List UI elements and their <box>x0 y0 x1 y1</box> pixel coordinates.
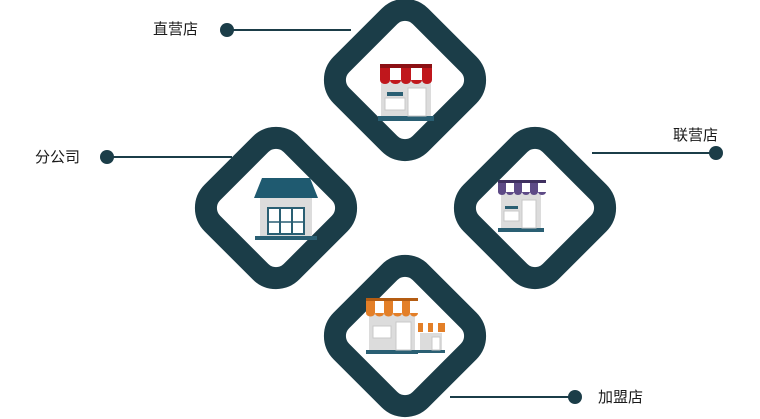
red-awning-shop-icon <box>378 64 434 121</box>
purple-awning-shop-icon <box>498 180 546 232</box>
branch-building-icon <box>254 178 318 240</box>
label-direct-store: 直营店 <box>153 20 199 38</box>
connector-dot <box>220 23 234 37</box>
connector-franchise <box>450 390 582 404</box>
connector-direct <box>220 23 351 37</box>
orange-awning-shops-icon <box>366 298 445 354</box>
label-franchise-store: 加盟店 <box>598 388 644 406</box>
connector-dot <box>568 390 582 404</box>
connector-alliance <box>592 146 723 160</box>
label-branch-office: 分公司 <box>35 148 81 166</box>
connector-dot <box>100 150 114 164</box>
connector-dot <box>709 146 723 160</box>
connector-branch <box>100 150 232 164</box>
label-alliance-store: 联营店 <box>673 126 719 144</box>
